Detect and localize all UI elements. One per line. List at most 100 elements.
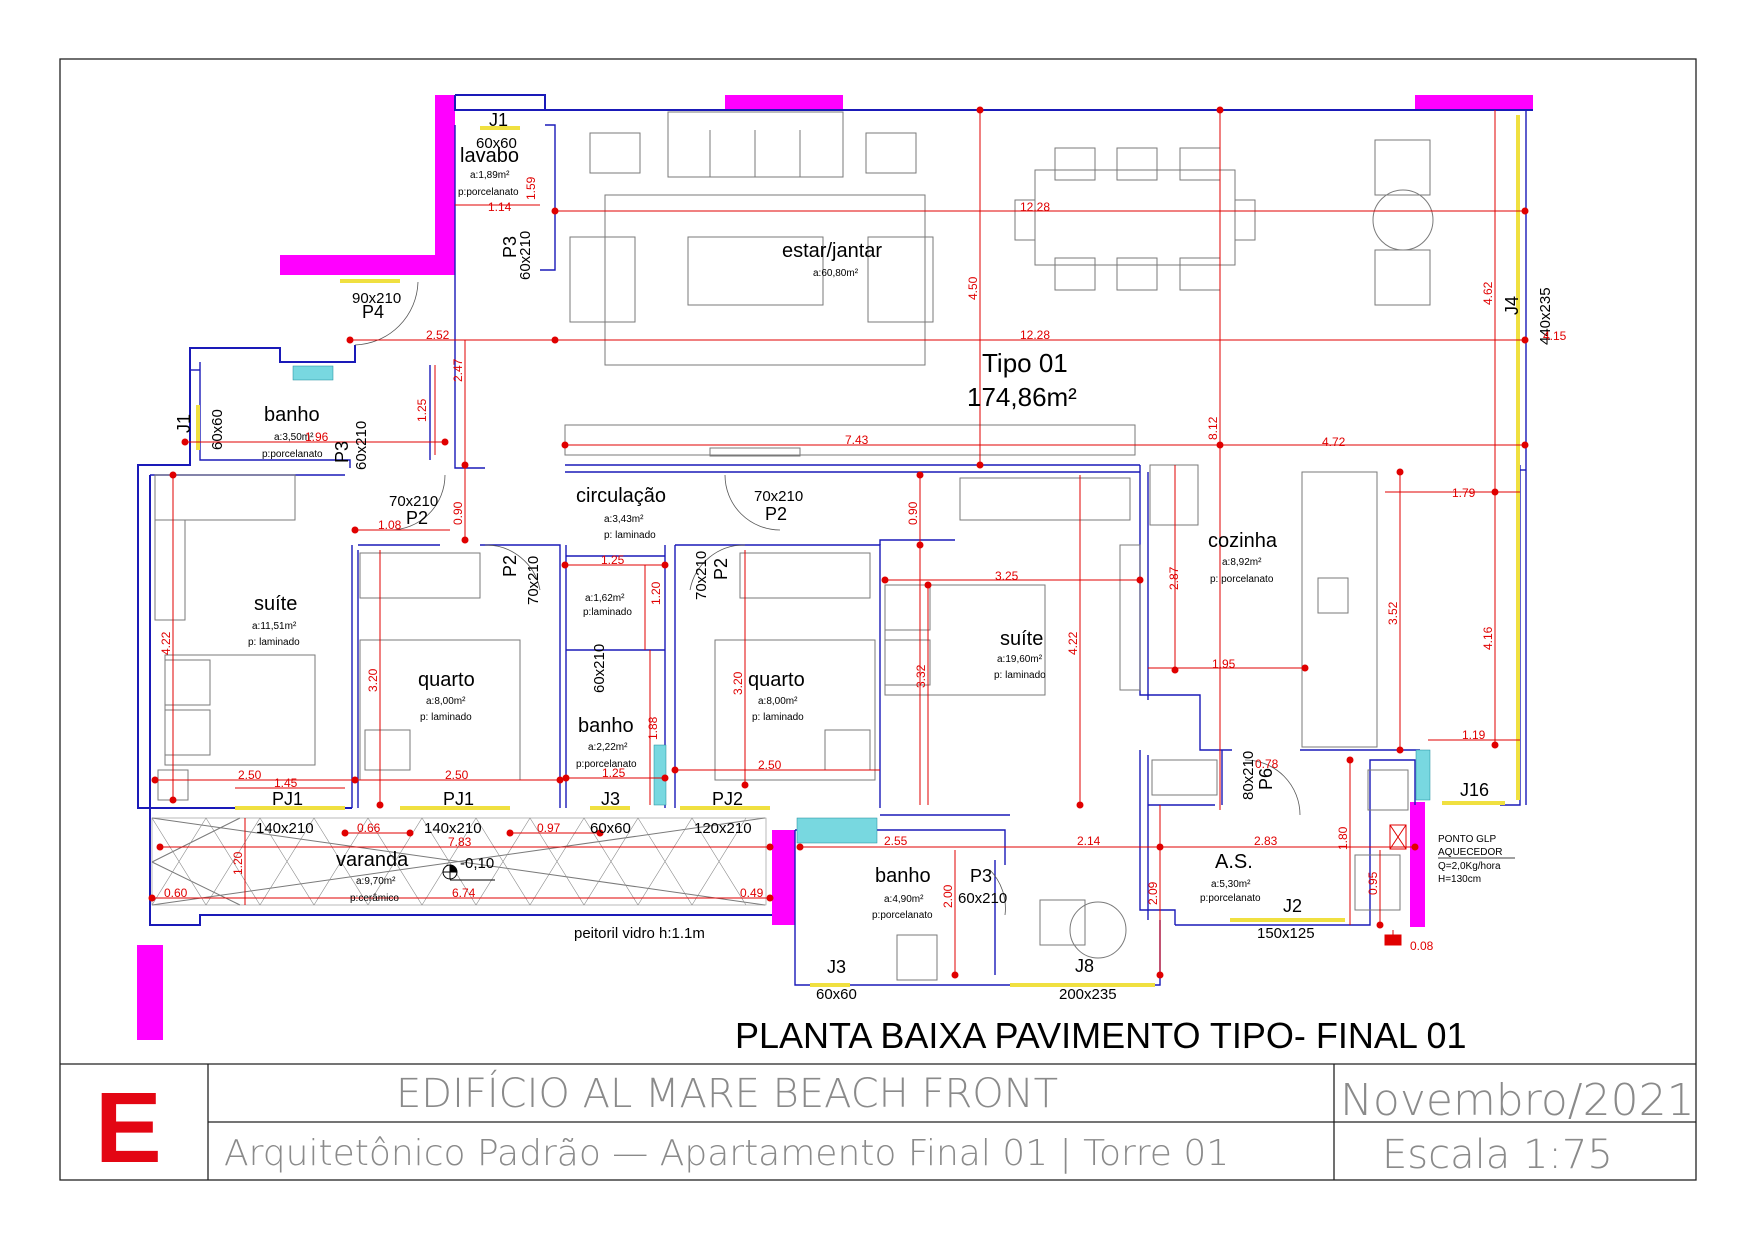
dim-1228-top: 12.28: [1020, 200, 1050, 214]
varanda-tiles: [151, 817, 767, 906]
room-area-banho2: a:2,22m²: [588, 742, 628, 753]
room-floor-as: p:porcelanato: [1200, 893, 1261, 904]
room-area-suite2: a:19,60m²: [997, 654, 1043, 665]
dim-743: 7.43: [845, 433, 869, 447]
j1-left-size: 60x60: [209, 409, 226, 450]
j4-code: J4: [1502, 296, 1522, 315]
p2-c-size: 70x210: [754, 488, 803, 505]
room-name-banho1: banho: [264, 404, 320, 426]
window-frames: [196, 115, 1520, 987]
room-area-as: a:5,30m²: [1211, 879, 1251, 890]
p2-d-code: P2: [711, 558, 731, 580]
dim-008: 0.08: [1410, 939, 1434, 953]
dim-450: 4.50: [966, 276, 980, 300]
j3-b-size: 60x60: [816, 986, 857, 1003]
j2-size: 150x125: [1257, 925, 1315, 942]
p6-size: 80x210: [1240, 751, 1257, 800]
dim-119: 1.19: [1462, 728, 1486, 742]
dimension-labels: 12.28 12.28 1.14 1.59 4.50 4.62 4.15 2.5…: [159, 176, 1567, 953]
j16-code: J16: [1460, 780, 1489, 800]
j1-left-code: J1: [174, 414, 194, 433]
j3-a-code: J3: [601, 789, 620, 809]
room-name-quarto2: quarto: [748, 669, 805, 691]
drawing-frame: [59, 58, 1697, 1181]
dim-250-b: 2.50: [445, 768, 469, 782]
dim-060: 0.60: [164, 886, 188, 900]
dim-250-c: 2.50: [758, 758, 782, 772]
dim-325: 3.25: [995, 569, 1019, 583]
project-scale: Escala 1:75: [1382, 1132, 1613, 1178]
room-area-quarto1: a:8,00m²: [426, 696, 466, 707]
dim-108: 1.08: [378, 518, 402, 532]
dim-1228-mid: 12.28: [1020, 328, 1050, 342]
pj1-b-code: PJ1: [443, 789, 474, 809]
p3-b3-code: P3: [970, 866, 992, 886]
dim-090-b: 0.90: [906, 501, 920, 525]
dim-255: 2.55: [884, 834, 908, 848]
title-block: E EDIFÍCIO AL MARE BEACH FRONT Arquitetô…: [95, 1069, 1695, 1184]
room-labels: lavabo a:1,89m² p:porcelanato estar/jant…: [248, 145, 1278, 942]
room-area-cozinha: a:8,92m²: [1222, 557, 1262, 568]
room-name-suite1: suíte: [254, 593, 297, 615]
dim-352: 3.52: [1386, 601, 1400, 625]
j2-code: J2: [1283, 896, 1302, 916]
level-marker: [442, 864, 495, 881]
project-date: Novembro/2021: [1340, 1075, 1695, 1126]
dim-145: 1.45: [274, 776, 298, 790]
j8-size: 200x235: [1059, 986, 1117, 1003]
dim-214: 2.14: [1077, 834, 1101, 848]
room-area-estar: a:60,80m²: [813, 268, 859, 279]
dim-674: 6.74: [452, 886, 476, 900]
pj1-a-size: 140x210: [256, 820, 314, 837]
p2-b-size: 70x210: [525, 556, 542, 605]
dim-188: 1.88: [646, 716, 660, 740]
p2-c-code: P2: [765, 504, 787, 524]
room-floor-suite1: p: laminado: [248, 637, 300, 648]
dim-783: 7.83: [448, 835, 472, 849]
room-name-lavabo: lavabo: [460, 145, 519, 167]
dim-283: 2.83: [1254, 834, 1278, 848]
dim-159: 1.59: [524, 176, 538, 200]
pj1-b-size: 140x210: [424, 820, 482, 837]
dim-462: 4.62: [1481, 281, 1495, 305]
furniture: [151, 111, 1434, 981]
p6-code: P6: [1256, 768, 1276, 790]
room-area-quarto2: a:8,00m²: [758, 696, 798, 707]
room-floor-lavabo: p:porcelanato: [458, 187, 519, 198]
p3-banho-size: 60x210: [353, 421, 370, 470]
glp-line-3: Q=2,0Kg/hora: [1438, 861, 1501, 872]
dim-196: 1.96: [305, 430, 329, 444]
dim-320-a: 3.20: [366, 668, 380, 692]
dim-332: 3.32: [914, 664, 928, 688]
p3-lav-code: P3: [500, 236, 520, 258]
room-floor-circulacao: p: laminado: [604, 530, 656, 541]
room-floor-banho3: p:porcelanato: [872, 910, 933, 921]
dim-415: 4.15: [1543, 329, 1567, 343]
p2-a-size: 70x210: [389, 493, 438, 510]
room-name-as: A.S.: [1215, 851, 1253, 873]
room-name-banho3: banho: [875, 865, 931, 887]
j8-code: J8: [1075, 956, 1094, 976]
room-name-suite2: suíte: [1000, 628, 1043, 650]
p2-d-size: 70x210: [693, 551, 710, 600]
p3-b3-size: 60x210: [958, 890, 1007, 907]
dim-049: 0.49: [740, 886, 764, 900]
dim-422-a: 4.22: [159, 631, 173, 655]
room-floor-varanda: p:cerâmico: [350, 893, 399, 904]
dim-416: 4.16: [1481, 626, 1495, 650]
j3-b-code: J3: [827, 957, 846, 977]
j1-top-size: 60x60: [476, 135, 517, 152]
room-area-suite1: a:11,51m²: [252, 621, 297, 632]
j4-size: 440x235: [1537, 287, 1554, 345]
dim-078: 0.78: [1255, 757, 1279, 771]
dim-120-v: 1.20: [231, 851, 245, 875]
dim-114: 1.14: [488, 200, 512, 214]
pj2-code: PJ2: [712, 789, 743, 809]
room-floor-quarto2: p: laminado: [752, 712, 804, 723]
project-name: EDIFÍCIO AL MARE BEACH FRONT: [396, 1069, 1058, 1117]
room-area-lavabo: a:1,89m²: [470, 170, 510, 181]
room-floor-suite2: p: laminado: [994, 670, 1046, 681]
glp-note: PONTO GLP AQUECEDOR Q=2,0Kg/hora H=130cm: [1438, 834, 1515, 885]
dim-252: 2.52: [426, 328, 450, 342]
room-floor-cozinha: p: porcelanato: [1210, 574, 1274, 585]
